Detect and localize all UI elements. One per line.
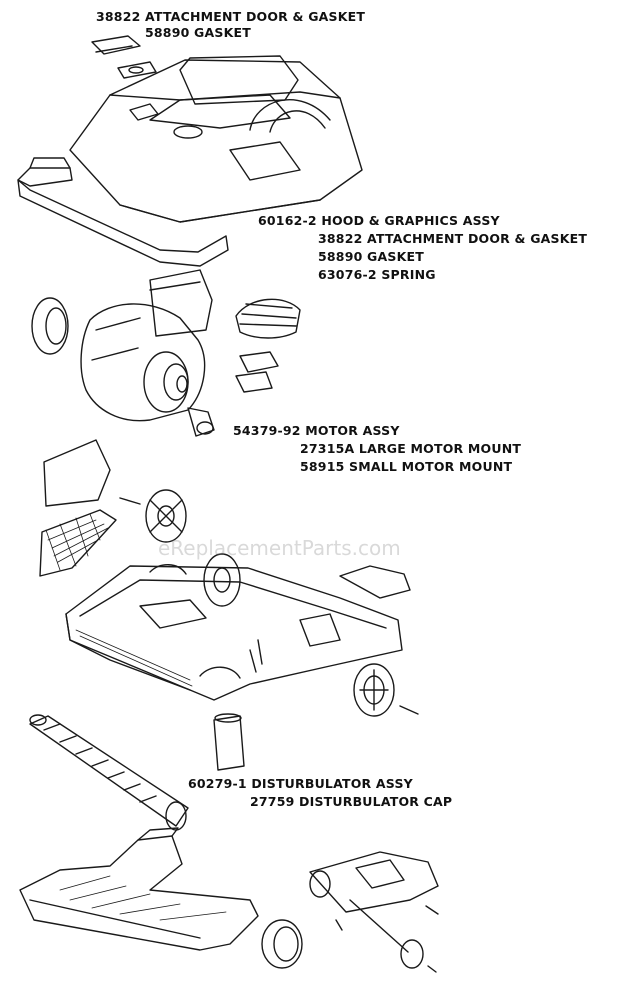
gasket-part <box>117 61 157 79</box>
rear-wheel-part <box>353 663 419 717</box>
base-housing-part <box>65 553 411 701</box>
large-motor-mount-part <box>235 298 301 339</box>
hood-bumper-part <box>17 157 229 267</box>
watermark: eReplacementParts.com <box>158 536 401 560</box>
label-small-motor-mount: 58915 SMALL MOTOR MOUNT <box>300 459 513 474</box>
hood-part <box>69 55 363 223</box>
motor-assembly-part <box>80 269 215 437</box>
label-hood-attachment-door-gasket: 38822 ATTACHMENT DOOR & GASKET <box>318 231 588 246</box>
fan-part <box>119 489 187 543</box>
wheel-axle-assembly-part <box>309 851 439 973</box>
belt-part <box>261 919 303 969</box>
label-large-motor-mount: 27315A LARGE MOTOR MOUNT <box>300 441 522 456</box>
label-hood-gasket: 58890 GASKET <box>318 249 424 264</box>
label-disturbulator-assy: 60279-1 DISTURBULATOR ASSY <box>188 776 413 791</box>
label-motor-assy: 54379-92 MOTOR ASSY <box>233 423 400 438</box>
disturbulator-part <box>29 714 189 831</box>
label-disturbulator-cap: 27759 DISTURBULATOR CAP <box>250 794 453 809</box>
label-hood-graphics-assy: 60162-2 HOOD & GRAPHICS ASSY <box>258 213 500 228</box>
filter-pad-part <box>39 509 117 577</box>
attachment-door-part <box>91 35 141 55</box>
label-attachment-door-gasket: 38822 ATTACHMENT DOOR & GASKET <box>96 9 366 24</box>
bearing-part <box>213 713 245 771</box>
small-motor-mount-part <box>235 351 279 393</box>
filter-cover-part <box>43 439 111 507</box>
label-gasket: 58890 GASKET <box>145 25 251 40</box>
base-plate-part <box>19 827 259 951</box>
motor-end-cap-part <box>31 297 69 355</box>
label-spring: 63076-2 SPRING <box>318 267 436 282</box>
